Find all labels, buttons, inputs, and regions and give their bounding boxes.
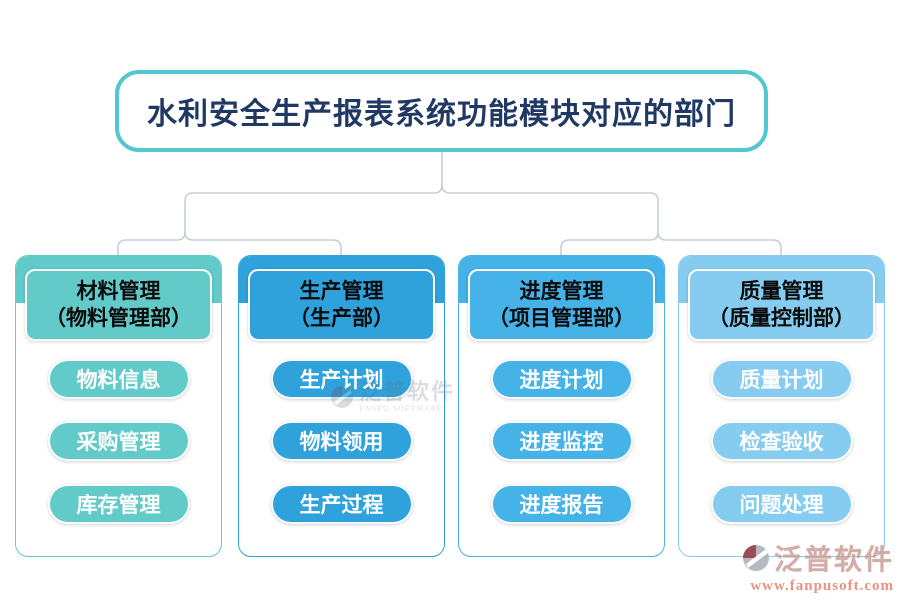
page-title: 水利安全生产报表系统功能模块对应的部门 <box>147 98 736 131</box>
column-header-line1: 生产管理 <box>299 278 384 303</box>
connector-branch-col3 <box>441 184 659 256</box>
brand-logo-icon <box>742 545 769 571</box>
module-button-material-0: 物料信息 <box>47 359 190 399</box>
brand-logo-name: 泛普软件 <box>773 545 894 576</box>
column-header: 进度管理 （项目管理部） <box>468 269 655 341</box>
column-header-line2: （项目管理部） <box>488 306 635 330</box>
column-header: 生产管理 （生产部） <box>248 269 435 341</box>
module-button-progress-1: 进度监控 <box>490 421 633 461</box>
column-header-line1: 质量管理 <box>739 278 824 303</box>
module-button-quality-1: 检查验收 <box>710 421 853 461</box>
brand-logo-url: www.fanpusoft.com <box>750 578 894 594</box>
column-header-line2: （质量控制部） <box>708 306 855 330</box>
module-button-production-2: 生产过程 <box>270 484 413 524</box>
connector-branch-col4 <box>657 231 782 256</box>
column-production: 生产管理 （生产部） 生产计划物料领用生产过程 <box>238 255 445 557</box>
connector-branch-col1 <box>117 152 443 256</box>
connector-branch-col2 <box>184 231 342 256</box>
title-box: 水利安全生产报表系统功能模块对应的部门 <box>115 70 768 152</box>
module-button-material-1: 采购管理 <box>47 421 190 461</box>
column-header-line2: （生产部） <box>289 306 394 330</box>
module-button-progress-2: 进度报告 <box>490 484 633 524</box>
column-header-line1: 材料管理 <box>76 278 161 303</box>
column-header-line2: （物料管理部） <box>45 306 192 330</box>
brand-logo: 泛普软件 www.fanpusoft.com <box>741 538 894 595</box>
module-button-progress-0: 进度计划 <box>490 359 633 399</box>
column-header: 材料管理 （物料管理部） <box>25 269 212 341</box>
column-material: 材料管理 （物料管理部） 物料信息采购管理库存管理 <box>15 255 222 557</box>
column-progress: 进度管理 （项目管理部） 进度计划进度监控进度报告 <box>458 255 665 557</box>
column-quality: 质量管理 （质量控制部） 质量计划检查验收问题处理 <box>678 255 885 557</box>
module-button-production-1: 物料领用 <box>270 421 413 461</box>
module-button-material-2: 库存管理 <box>47 484 190 524</box>
module-button-quality-0: 质量计划 <box>710 359 853 399</box>
module-button-production-0: 生产计划 <box>270 359 413 399</box>
column-header: 质量管理 （质量控制部） <box>688 269 875 341</box>
column-header-line1: 进度管理 <box>519 278 604 303</box>
module-button-quality-2: 问题处理 <box>710 484 853 524</box>
